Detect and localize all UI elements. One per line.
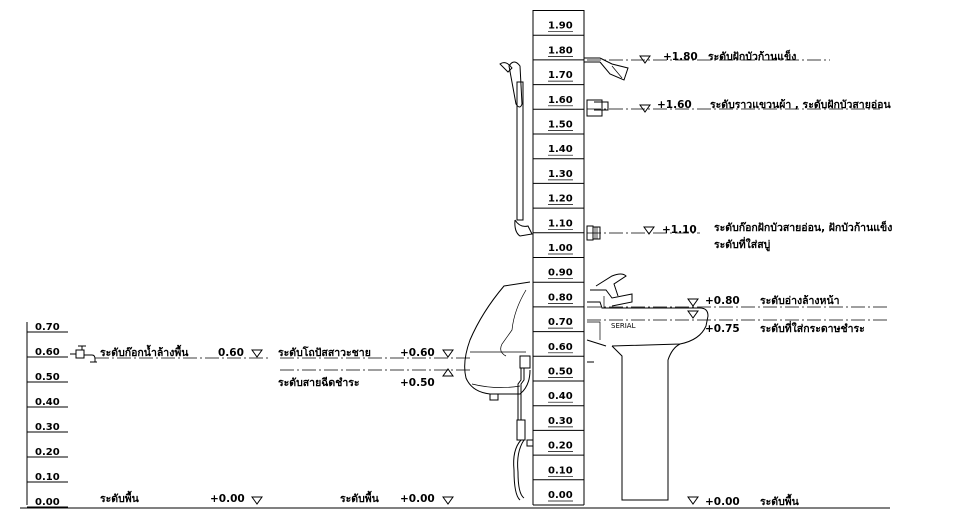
- main-scale-label: 0.80: [548, 292, 573, 303]
- main-scale-label: 1.30: [548, 169, 573, 180]
- urinal-icon: [464, 281, 531, 401]
- urinal-label: ระดับโถปัสสาวะชาย: [278, 346, 371, 359]
- main-level-scale: 1.90 1.80 1.70 1.60 1.50 1.40 1.30 1.20 1.10 1.00…: [532, 10, 585, 506]
- shower-fixed-label: ระดับฝักบัวก้านแข็ง: [708, 49, 796, 63]
- floor-label-left: ระดับพื้น: [100, 490, 140, 505]
- main-scale-label: 1.60: [548, 95, 573, 106]
- main-scale-label: 0.20: [548, 441, 573, 452]
- paper-label: ระดับที่ใส่กระดาษชำระ: [760, 320, 865, 335]
- main-scale-label: 0.30: [548, 416, 573, 427]
- main-scale-label: 0.90: [548, 268, 573, 279]
- hand-shower-icon: [499, 61, 533, 237]
- floor-label-middle: ระดับพื้น: [340, 490, 380, 505]
- left-scale-label: 0.10: [35, 472, 60, 483]
- mixer-valve-icon: [586, 225, 601, 241]
- left-scale-label: 0.60: [35, 347, 60, 358]
- main-scale-label: 1.40: [548, 144, 573, 155]
- main-scale-label: 1.90: [548, 21, 573, 32]
- left-level-scale: 0.70 0.60 0.50 0.40 0.30 0.20 0.10 0.00: [26, 322, 68, 508]
- shower-fixed-value: +1.80: [663, 51, 698, 63]
- main-scale-label: 0.40: [548, 391, 573, 402]
- serial-text: SERIAL: [611, 322, 636, 330]
- level-marker-icon: [251, 55, 699, 505]
- shower-head-icon: [584, 57, 629, 81]
- main-scale-label: 1.50: [548, 120, 573, 131]
- wash-basin-icon: [586, 301, 709, 501]
- paper-value: +0.75: [705, 323, 740, 335]
- main-scale-label: 0.50: [548, 367, 573, 378]
- main-scale-label: 1.00: [548, 243, 573, 254]
- main-scale-label: 1.20: [548, 194, 573, 205]
- floor-value-right: +0.00: [705, 496, 740, 508]
- floor-label-right: ระดับพื้น: [760, 493, 800, 508]
- basin-faucet-icon: [590, 273, 633, 308]
- left-scale-label: 0.30: [35, 422, 60, 433]
- main-scale-label: 0.00: [548, 490, 573, 501]
- towel-rail-value: +1.60: [657, 99, 692, 111]
- level-annotations: +1.80 ระดับฝักบัวก้านแข็ง +1.60 ระดับราว…: [100, 49, 892, 508]
- main-scale-label: 1.70: [548, 70, 573, 81]
- floor-value-middle: +0.00: [400, 493, 435, 505]
- mixer-value: +1.10: [662, 224, 697, 236]
- main-scale-label: 1.10: [548, 218, 573, 229]
- towel-rail-icon: [586, 99, 609, 117]
- soap-label: ระดับที่ใส่สบู่: [714, 236, 771, 252]
- left-scale-label: 0.70: [35, 322, 60, 333]
- main-scale-label: 0.60: [548, 342, 573, 353]
- left-scale-label: 0.40: [35, 397, 60, 408]
- left-scale-label: 0.50: [35, 372, 60, 383]
- floor-tap-value: 0.60: [218, 347, 244, 359]
- main-scale-label: 0.10: [548, 465, 573, 476]
- left-scale-label: 0.00: [35, 497, 60, 508]
- level-lines: [95, 59, 890, 371]
- basin-value: +0.80: [705, 295, 740, 307]
- spray-hose-icon: [513, 368, 534, 501]
- floor-value-left: +0.00: [210, 493, 245, 505]
- basin-label: ระดับอ่างล้างหน้า: [760, 294, 840, 307]
- floor-tap-icon: [70, 345, 97, 363]
- towel-rail-label: ระดับราวแขวนผ้า , ระดับฝักบัวสายอ่อน: [710, 98, 891, 111]
- main-scale-label: 0.70: [548, 317, 573, 328]
- spray-value: +0.50: [400, 377, 435, 389]
- floor-tap-label: ระดับก๊อกน้ำล้างพื้น: [100, 344, 189, 359]
- mixer-label: ระดับก๊อกฝักบัวสายอ่อน, ฝักบัวก้านแข็ง: [714, 220, 892, 234]
- main-scale-label: 1.80: [548, 45, 573, 56]
- left-scale-label: 0.20: [35, 447, 60, 458]
- urinal-value: +0.60: [400, 347, 435, 359]
- spray-label: ระดับสายฉีดชำระ: [278, 376, 360, 389]
